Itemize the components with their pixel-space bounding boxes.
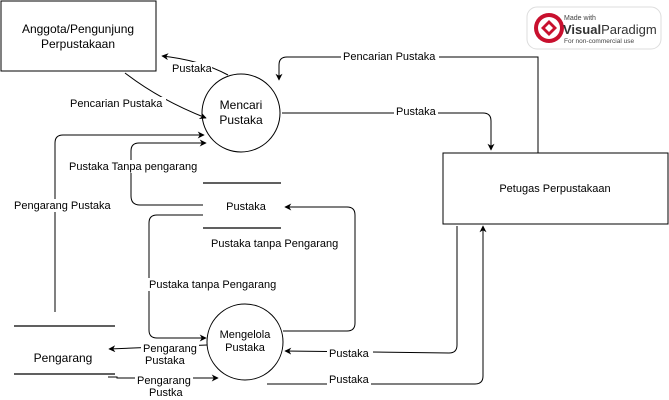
- entity-anggota-label-1: Anggota/Pengunjung: [22, 22, 134, 36]
- datastore-pustaka-label: Pustaka: [226, 201, 267, 213]
- entity-anggota-label-2: Perpustakaan: [41, 37, 115, 51]
- label-pustaka-tanpa-pengarang-top: Pustaka Tanpa pengarang: [69, 161, 197, 173]
- watermark-tagline: For non-commercial use: [564, 38, 634, 45]
- flow-labels: Pustaka Pencarian Pustaka Pencarian Pust…: [12, 50, 439, 399]
- label-pustaka-bottom: Pustaka: [329, 374, 370, 386]
- label-pustaka-from-petugas: Pustaka: [329, 348, 370, 360]
- process-mencari-pustaka[interactable]: Mencari Pustaka: [201, 73, 281, 153]
- flow-pustaka-tanpa-pengarang-top: [130, 139, 207, 206]
- datastore-pustaka[interactable]: Pustaka: [203, 182, 281, 229]
- label-pustaka-tanpa-pengarang-mid: Pustaka tanpa Pengarang: [149, 279, 276, 291]
- label-pengarang-pustaka-out-1: Pengarang: [143, 343, 197, 355]
- visual-paradigm-watermark: Made with VisualParadigm For non-commerc…: [526, 6, 662, 50]
- label-pengarang-pustaka-out-2: Pustaka: [145, 355, 186, 367]
- entity-anggota[interactable]: Anggota/Pengunjung Perpustakaan: [0, 0, 157, 72]
- watermark-brand-paradigm: Paradigm: [601, 22, 657, 37]
- label-pengarang-pustka-in-1: Pengarang: [137, 375, 191, 387]
- flow-pengarang-pustaka-left: [54, 131, 205, 312]
- flow-pustaka-bottom: [267, 225, 487, 385]
- watermark-brand-visual: Visual: [563, 22, 601, 37]
- label-pengarang-pustka-in-2: Pustka: [149, 387, 184, 399]
- watermark-made-with: Made with: [564, 15, 596, 22]
- visual-paradigm-logo-icon: [534, 13, 564, 43]
- entity-petugas[interactable]: Petugas Perpustakaan: [442, 152, 669, 225]
- flow-pustaka-tanpa-pengarang-right: [283, 203, 356, 332]
- flow-pustaka-to-petugas: [282, 112, 495, 151]
- flow-pencarian-from-petugas: [275, 56, 539, 153]
- process-mencari-label-1: Mencari: [220, 98, 263, 112]
- label-pustaka-tanpa-pengarang-right: Pustaka tanpa Pengarang: [211, 238, 338, 250]
- process-mencari-label-2: Pustaka: [219, 113, 263, 127]
- label-pustaka-to-petugas: Pustaka: [396, 106, 437, 118]
- label-pustaka-to-anggota: Pustaka: [172, 63, 213, 75]
- flow-pencarian-from-anggota: [124, 72, 207, 119]
- process-mengelola-pustaka[interactable]: Mengelola Pustaka: [206, 303, 284, 381]
- watermark-brand: VisualParadigm: [563, 22, 657, 37]
- label-pengarang-pustaka-left: Pengarang Pustaka: [14, 200, 112, 212]
- process-mengelola-label-2: Pustaka: [225, 342, 266, 354]
- entity-petugas-label: Petugas Perpustakaan: [499, 183, 610, 195]
- flow-pustaka-from-petugas: [284, 226, 458, 355]
- datastore-pengarang-label: Pengarang: [34, 351, 93, 365]
- datastore-pengarang[interactable]: Pengarang: [14, 325, 115, 375]
- process-mengelola-label-1: Mengelola: [220, 329, 272, 341]
- label-pencarian-from-anggota: Pencarian Pustaka: [70, 98, 163, 110]
- flow-pustaka-tanpa-pengarang-mid: [148, 214, 207, 342]
- label-pencarian-from-petugas: Pencarian Pustaka: [343, 51, 436, 63]
